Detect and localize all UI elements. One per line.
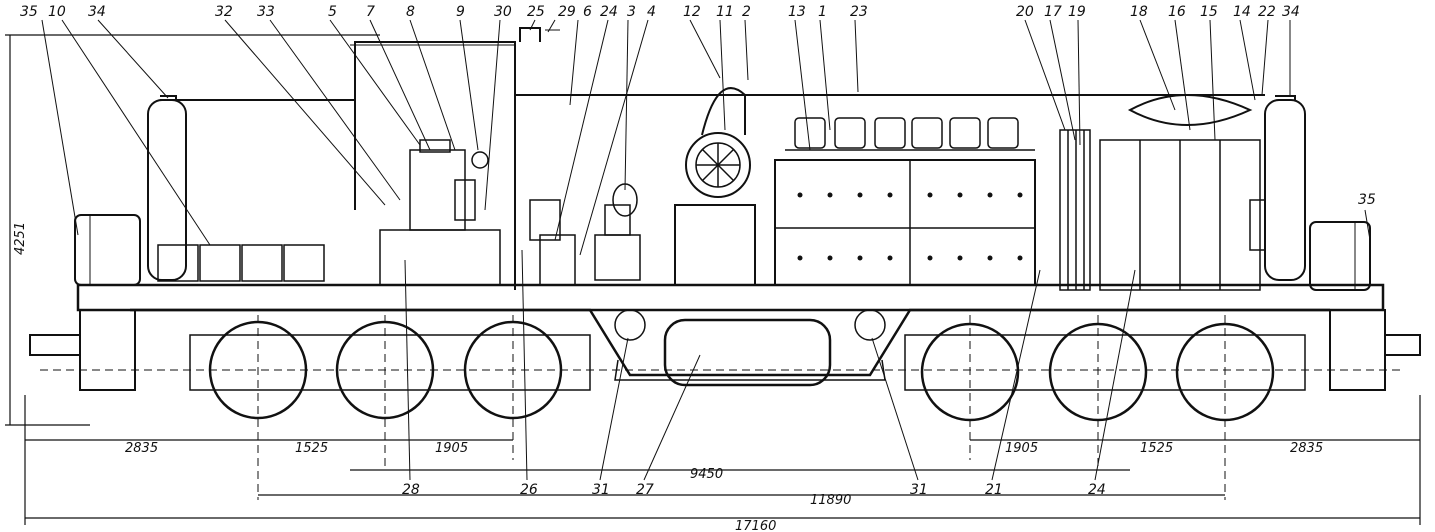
callout-2: 2 [742,4,751,20]
dim-left-axle-2: 1905 [435,441,468,456]
right-buffer [1309,221,1371,291]
dim-right-axle-2: 1525 [1140,441,1173,456]
dim-right-end: 2835 [1290,441,1323,456]
bottom-leaders [404,249,1136,481]
callout-18: 18 [1130,4,1148,20]
callout-20: 20 [1016,4,1034,20]
callout-32: 32 [215,4,233,20]
end-sills [29,309,1421,391]
left-buffer [74,214,141,286]
callout-3: 3 [627,4,636,20]
callout-7: 7 [366,4,375,20]
callout-14: 14 [1233,4,1251,20]
callout-26: 26 [520,482,538,498]
callout-28: 28 [402,482,420,498]
callout-13: 13 [788,4,806,20]
callout-23: 23 [850,4,868,20]
callout-16: 16 [1168,4,1186,20]
dim-bogie-center: 9450 [690,467,723,482]
callout-31-left: 31 [592,482,610,498]
callout-19: 19 [1068,4,1086,20]
callout-17: 17 [1044,4,1062,20]
callout-1: 1 [818,4,827,20]
dimension-lines [5,34,1421,525]
callout-25: 25 [527,4,545,20]
callout-34-left: 34 [88,4,106,20]
callout-12: 12 [683,4,701,20]
top-callouts: 35 10 34 32 33 5 7 8 9 30 25 29 6 24 3 4… [20,4,1376,208]
centerlines [40,315,1400,500]
callout-34-right: 34 [1282,4,1300,20]
callout-35-left: 35 [20,4,38,20]
callout-29: 29 [558,4,576,20]
diesel-engine [774,117,1036,286]
dim-left-end: 2835 [125,441,158,456]
callout-15: 15 [1200,4,1218,20]
callout-21: 21 [985,482,1003,498]
callout-31-right: 31 [910,482,928,498]
callout-35-right: 35 [1358,192,1376,208]
battery-boxes [157,244,325,282]
traction-generator [674,87,756,286]
dimension-values: 2835 1525 1905 1905 1525 2835 9450 11890… [125,441,1323,532]
callout-24-top: 24 [600,4,618,20]
radiator-section [1059,94,1266,291]
callout-10: 10 [48,4,66,20]
callout-33: 33 [257,4,275,20]
bogie-frames [189,334,1306,391]
compressor-unit [379,139,501,286]
left-tank [147,95,187,281]
callout-4: 4 [647,4,656,20]
locomotive-outline [160,27,1265,290]
callout-5: 5 [328,4,337,20]
callout-30: 30 [494,4,512,20]
dim-left-axle-1: 1525 [295,441,328,456]
callout-24-bottom: 24 [1088,482,1106,498]
callout-9: 9 [456,4,465,20]
callout-6: 6 [583,4,592,20]
callout-8: 8 [406,4,415,20]
bottom-callouts: 28 26 31 27 31 21 24 [402,482,1106,498]
callout-27: 27 [636,482,654,498]
dim-overall-length: 17160 [735,519,776,532]
callout-22: 22 [1258,4,1276,20]
leader-lines [41,19,1371,256]
callout-11: 11 [716,4,734,20]
dim-right-axle-1: 1905 [1005,441,1038,456]
auxiliary-machines [529,183,641,286]
wheels [208,309,1275,422]
dim-axle-base: 11890 [810,493,851,508]
height-dimension: 4251 [13,222,28,255]
right-tank [1264,95,1306,281]
